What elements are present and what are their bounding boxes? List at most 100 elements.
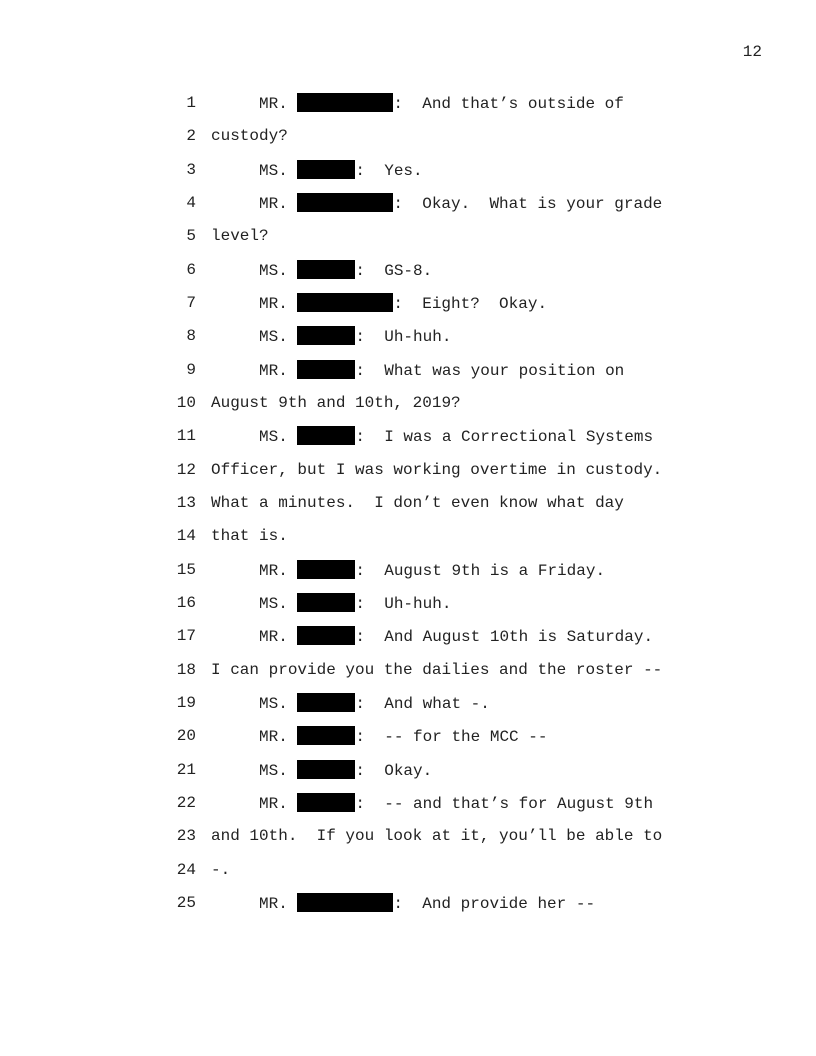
speaker-turn: MS. : Yes. (259, 159, 423, 181)
transcript-line: 23 and 10th. If you look at it, you’ll be… (0, 826, 816, 846)
redacted-name (297, 93, 394, 112)
redacted-name (297, 759, 356, 779)
line-number: 25 (176, 893, 196, 912)
line-text: -. (211, 860, 231, 879)
transcript-line: 25 MR. : And provide her -- (0, 892, 816, 914)
spoken-text: : Eight? Okay. (393, 294, 548, 313)
line-number: 23 (176, 827, 196, 846)
line-number: 21 (176, 760, 196, 779)
spoken-text: : And August 10th is Saturday. (355, 628, 654, 647)
transcript-line: 17 MR. : And August 10th is Saturday. (0, 626, 816, 646)
line-number: 5 (186, 227, 196, 246)
redacted-name (297, 726, 356, 746)
spoken-text: : Okay. (355, 761, 433, 780)
redacted-name (297, 892, 394, 912)
speaker-turn: MR. : -- and that’s for August 9th (259, 792, 654, 814)
line-number: 4 (186, 193, 196, 212)
speaker-title: MS. (259, 594, 288, 613)
redacted-name (297, 592, 356, 612)
speaker-title: MR. (259, 194, 288, 213)
line-text: and 10th. If you look at it, you’ll be a… (211, 827, 663, 846)
speaker-turn: MR. : What was your position on (259, 359, 624, 381)
line-number: 11 (176, 427, 196, 446)
line-text: What a minutes. I don’t even know what d… (211, 493, 624, 512)
line-number: 3 (186, 160, 196, 179)
transcript-line: 20 MR. : -- for the MCC -- (0, 726, 816, 746)
page-number: 12 (742, 43, 762, 61)
transcript-line: 21 MS. : Okay. (0, 759, 816, 781)
line-number: 12 (176, 460, 196, 479)
line-text: I can provide you the dailies and the ro… (211, 660, 663, 679)
redacted-name (297, 792, 356, 812)
redacted-name (297, 359, 356, 379)
transcript-line: 15 MR. : August 9th is a Friday. (0, 559, 816, 581)
speaker-turn: MS. : Uh-huh. (259, 326, 451, 347)
transcript-line: 8 MS. : Uh-huh. (0, 326, 816, 346)
line-number: 8 (186, 327, 196, 346)
redacted-name (297, 159, 356, 179)
transcript-line: 4 MR. : Okay. What is your grade (0, 192, 816, 214)
redacted-name (297, 626, 356, 646)
line-number: 9 (186, 360, 196, 379)
redacted-name (297, 192, 394, 212)
line-number: 2 (186, 127, 196, 146)
spoken-text: : August 9th is a Friday. (355, 561, 606, 580)
transcript-line: 5 level? (0, 226, 816, 246)
speaker-title: MS. (259, 328, 288, 347)
speaker-turn: MR. : August 9th is a Friday. (259, 559, 606, 581)
spoken-text: : -- for the MCC -- (355, 728, 548, 747)
line-number: 22 (176, 793, 196, 812)
spoken-text: : Uh-huh. (355, 594, 452, 613)
speaker-title: MS. (259, 428, 288, 447)
line-number: 13 (176, 493, 196, 512)
transcript-line: 13 What a minutes. I don’t even know what… (0, 493, 816, 513)
speaker-turn: MS. : GS-8. (259, 259, 433, 281)
spoken-text: : Yes. (355, 161, 423, 180)
line-number: 15 (176, 560, 196, 579)
spoken-text: : I was a Correctional Systems (355, 428, 654, 447)
spoken-text: : And what -. (355, 694, 490, 713)
line-number: 10 (176, 393, 196, 412)
speaker-title: MS. (259, 761, 288, 780)
speaker-title: MR. (259, 894, 288, 913)
spoken-text: : And that’s outside of (393, 95, 624, 113)
redacted-name (297, 692, 356, 712)
speaker-turn: MR. : And provide her -- (259, 892, 595, 914)
line-number: 16 (176, 593, 196, 612)
speaker-turn: MS. : Uh-huh. (259, 592, 452, 614)
line-number: 20 (176, 727, 196, 746)
transcript-line: 11 MS. : I was a Correctional Systems (0, 426, 816, 446)
speaker-turn: MS. : And what -. (259, 692, 490, 714)
transcript-line: 3 MS. : Yes. (0, 159, 816, 181)
speaker-turn: MR. : And August 10th is Saturday. (259, 626, 653, 647)
speaker-turn: MS. : Okay. (259, 759, 433, 781)
speaker-turn: MR. : -- for the MCC -- (259, 726, 547, 747)
speaker-turn: MR. : Okay. What is your grade (259, 192, 663, 214)
spoken-text: : -- and that’s for August 9th (355, 794, 654, 813)
speaker-title: MR. (259, 794, 288, 813)
transcript-line: 22 MR. : -- and that’s for August 9th (0, 792, 816, 814)
line-number: 7 (186, 293, 196, 312)
line-number: 1 (186, 94, 196, 112)
redacted-name (297, 326, 356, 346)
transcript-line: 12 Officer, but I was working overtime in… (0, 460, 816, 480)
line-text: level? (211, 227, 269, 246)
line-text: that is. (211, 527, 288, 546)
line-number: 14 (176, 527, 196, 546)
line-text: August 9th and 10th, 2019? (211, 393, 461, 412)
speaker-turn: MS. : I was a Correctional Systems (259, 426, 653, 447)
speaker-title: MS. (259, 161, 288, 180)
transcript-line: 9 MR. : What was your position on (0, 359, 816, 381)
speaker-title: MR. (259, 561, 288, 580)
line-number: 17 (176, 627, 196, 646)
spoken-text: : GS-8. (355, 261, 433, 280)
speaker-turn: MR. : Eight? Okay. (259, 292, 548, 314)
redacted-name (297, 259, 356, 279)
redacted-name (297, 292, 394, 312)
speaker-title: MR. (259, 628, 288, 647)
spoken-text: : Uh-huh. (355, 328, 452, 347)
spoken-text: : Okay. What is your grade (393, 194, 663, 213)
line-text: Officer, but I was working overtime in c… (211, 460, 663, 479)
